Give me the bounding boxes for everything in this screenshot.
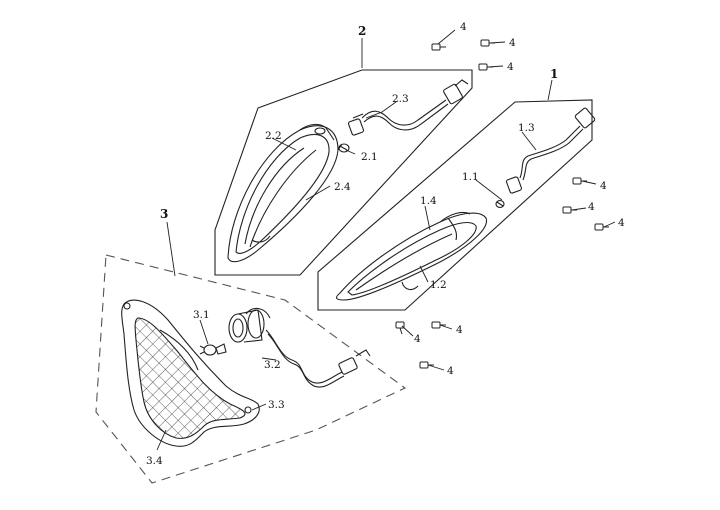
- part-label-1-1: 1.1: [462, 171, 479, 183]
- screw-label: 4: [600, 180, 607, 192]
- part-label-3-4: 3.4: [146, 455, 163, 467]
- screw-8: [431, 321, 446, 329]
- labels: 2 1 3 4 4 4 4 4 4 4 4 4 2.3 2.1 2.2 2.4 …: [146, 21, 625, 467]
- part-label-3-2: 3.2: [264, 359, 281, 371]
- part-label-2-1: 2.1: [361, 151, 378, 163]
- bulb-socket-right: [495, 176, 523, 209]
- group-3-boundary: [95, 254, 407, 484]
- part-label-2-4: 2.4: [334, 181, 351, 193]
- wire-harness-left: [361, 79, 469, 131]
- indicator-right-housing: [335, 211, 488, 301]
- part-label-1-2: 1.2: [430, 279, 447, 291]
- screw-label: 4: [447, 365, 454, 377]
- rear-bulb: [199, 343, 227, 356]
- screw-label: 4: [588, 201, 595, 213]
- rear-lamp-housing: [121, 299, 260, 447]
- screw-label: 4: [456, 324, 463, 336]
- group-label-1: 1: [550, 67, 558, 81]
- part-label-3-3: 3.3: [268, 399, 285, 411]
- wire-harness-right: [519, 107, 596, 181]
- screw-label: 4: [507, 61, 514, 73]
- part-label-2-3: 2.3: [392, 93, 409, 105]
- part-label-2-2: 2.2: [265, 130, 282, 142]
- part-label-1-3: 1.3: [518, 122, 535, 134]
- screw-label: 4: [414, 333, 421, 345]
- screw-label: 4: [618, 217, 625, 229]
- group-label-2: 2: [358, 24, 366, 38]
- group-2-boundary: [214, 69, 473, 276]
- part-label-3-1: 3.1: [193, 309, 210, 321]
- part-label-1-4: 1.4: [420, 195, 437, 207]
- screw-1: [431, 43, 446, 51]
- bulb-socket-left: [337, 113, 365, 153]
- screw-7: [395, 321, 405, 335]
- group-1-boundary: [317, 99, 593, 311]
- screw-label: 4: [509, 37, 516, 49]
- screw-4: [572, 177, 587, 185]
- rear-lamp-lens: [134, 317, 246, 439]
- screw-9: [419, 361, 434, 369]
- screw-6: [594, 223, 609, 231]
- leader-lines: [156, 29, 616, 451]
- rear-socket-wiring: [228, 307, 371, 388]
- screw-label: 4: [460, 21, 467, 33]
- group-label-3: 3: [160, 207, 168, 221]
